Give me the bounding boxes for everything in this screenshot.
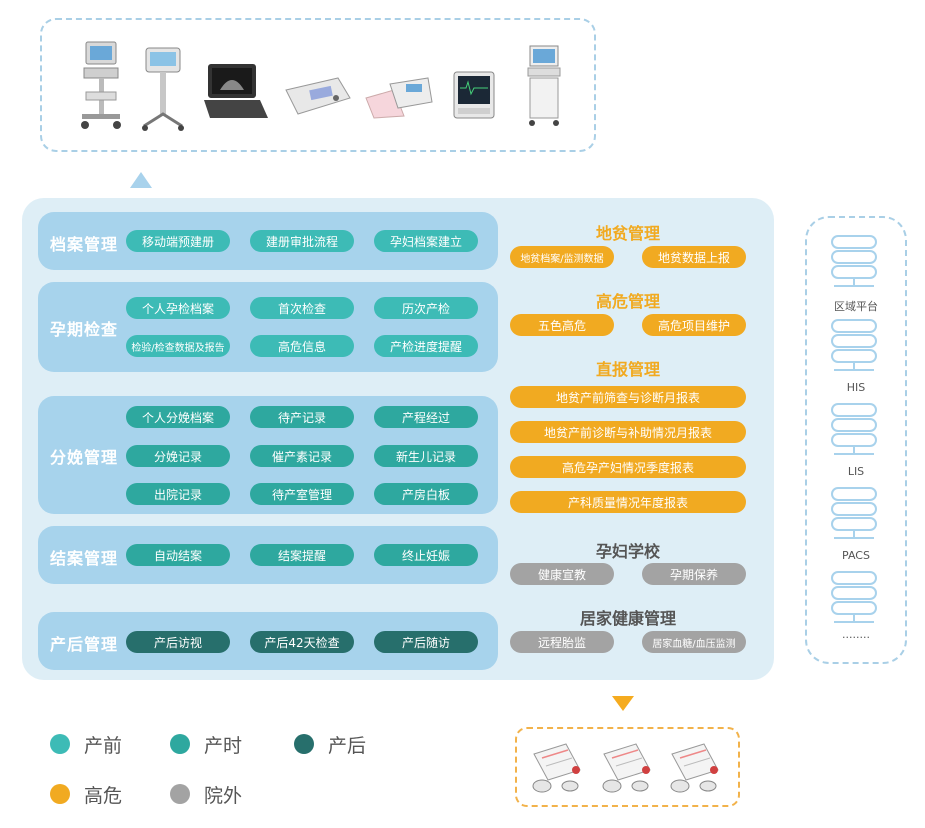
home-device-box [515, 727, 740, 807]
fetal-monitor-device-image [285, 77, 351, 115]
item-close-reminder[interactable]: 结案提醒 [250, 544, 354, 566]
item-test-reports[interactable]: 检验/检查数据及报告 [126, 335, 230, 357]
ctg-cart-device-image [81, 41, 121, 129]
item-terminate-pregnancy[interactable]: 终止妊娠 [374, 544, 478, 566]
legend-dot-prenatal [50, 734, 70, 754]
server-label-pacs: PACS [842, 549, 870, 562]
legend-dot-outside [170, 784, 190, 804]
section-title: 结案管理 [50, 549, 119, 568]
item-personal-delivery-file[interactable]: 个人分娩档案 [126, 406, 230, 428]
section-title: 分娩管理 [50, 448, 119, 467]
home-fetal-monitor-image [602, 743, 651, 793]
workstation-cart-device-image [527, 45, 561, 126]
home-fetal-monitor-image [670, 743, 719, 793]
patient-monitor-device-image [453, 71, 495, 119]
legend-label-high-risk: 高危 [84, 785, 123, 807]
legend-label-outside: 院外 [204, 785, 243, 807]
item-remote-fetal-monitor[interactable]: 远程胎监 [510, 631, 614, 653]
device-image-box [40, 18, 596, 152]
item-pregnancy-care[interactable]: 孕期保养 [642, 563, 746, 585]
legend-dot-high-risk [50, 784, 70, 804]
server-icon [831, 319, 877, 371]
legend-dot-postpartum [294, 734, 314, 754]
ecg-printer-device-image [365, 77, 433, 119]
item-personal-prenatal-file[interactable]: 个人孕检档案 [126, 297, 230, 319]
item-postpartum-followup[interactable]: 产后随访 [374, 631, 478, 653]
item-report-monthly-subsidy[interactable]: 地贫产前诊断与补助情况月报表 [510, 421, 746, 443]
item-delivery-whiteboard[interactable]: 产房白板 [374, 483, 478, 505]
section-postpartum: 产后管理 产后访视 产后42天检查 产后随访 [38, 612, 498, 670]
poverty-title: 地贫管理 [595, 224, 660, 243]
item-poverty-file[interactable]: 地贫档案/监测数据 [510, 246, 614, 268]
item-high-risk-info[interactable]: 高危信息 [250, 335, 354, 357]
item-report-annual-quality[interactable]: 产科质量情况年度报表 [510, 491, 746, 513]
item-report-monthly-screening[interactable]: 地贫产前筛查与诊断月报表 [510, 386, 746, 408]
arrow-up-icon [130, 172, 152, 188]
section-pregnancy: 孕期检查 个人孕检档案 首次检查 历次产检 检验/检查数据及报告 高危信息 产检… [38, 282, 498, 372]
item-42-day-check[interactable]: 产后42天检查 [250, 631, 354, 653]
section-title: 孕期检查 [50, 320, 119, 339]
server-icon [831, 235, 877, 287]
item-risk-maintenance[interactable]: 高危项目维护 [642, 314, 746, 336]
item-mobile-prebuild[interactable]: 移动端预建册 [126, 230, 230, 252]
school-title: 孕妇学校 [595, 542, 660, 561]
legend-dot-intrapartum [170, 734, 190, 754]
ultrasound-laptop-device-image [204, 64, 268, 118]
item-report-quarterly-risk[interactable]: 高危孕产妇情况季度报表 [510, 456, 746, 478]
item-approval-flow[interactable]: 建册审批流程 [250, 230, 354, 252]
item-health-education[interactable]: 健康宣教 [510, 563, 614, 585]
section-archive: 档案管理 移动端预建册 建册审批流程 孕妇档案建立 [38, 212, 498, 270]
item-poverty-report[interactable]: 地贫数据上报 [642, 246, 746, 268]
arrow-down-icon [612, 696, 634, 711]
item-oxytocin-record[interactable]: 催产素记录 [250, 445, 354, 467]
server-label-regional: 区域平台 [834, 300, 878, 313]
server-label-his: HIS [846, 381, 866, 394]
server-icon [831, 571, 877, 623]
item-newborn-record[interactable]: 新生儿记录 [374, 445, 478, 467]
legend-label-intrapartum: 产时 [204, 735, 243, 757]
server-label-lis: LIS [847, 465, 865, 478]
item-home-glucose-bp[interactable]: 居家血糖/血压监测 [642, 631, 746, 653]
section-title: 档案管理 [50, 235, 119, 254]
highrisk-title: 高危管理 [595, 292, 660, 311]
home-fetal-monitor-image [532, 743, 581, 793]
item-delivery-record[interactable]: 分娩记录 [126, 445, 230, 467]
legend-label-prenatal: 产前 [84, 735, 123, 757]
home-title: 居家健康管理 [579, 609, 676, 628]
section-title: 产后管理 [50, 635, 119, 654]
item-discharge-record[interactable]: 出院记录 [126, 483, 230, 505]
legend-label-postpartum: 产后 [328, 735, 367, 757]
monitor-stand-device-image [142, 47, 184, 131]
server-icon [831, 487, 877, 539]
server-box [805, 216, 907, 664]
item-labor-process[interactable]: 产程经过 [374, 406, 478, 428]
server-label-more: ........ [842, 628, 870, 641]
item-progress-reminder[interactable]: 产检进度提醒 [374, 335, 478, 357]
item-archive-create[interactable]: 孕妇档案建立 [374, 230, 478, 252]
item-auto-close[interactable]: 自动结案 [126, 544, 230, 566]
item-labor-record[interactable]: 待产记录 [250, 406, 354, 428]
item-five-color-risk[interactable]: 五色高危 [510, 314, 614, 336]
item-postpartum-visit[interactable]: 产后访视 [126, 631, 230, 653]
section-closing: 结案管理 自动结案 结案提醒 终止妊娠 [38, 526, 498, 584]
report-title: 直报管理 [595, 360, 660, 379]
item-labor-room-mgmt[interactable]: 待产室管理 [250, 483, 354, 505]
server-icon [831, 403, 877, 455]
item-history-checks[interactable]: 历次产检 [374, 297, 478, 319]
section-delivery: 分娩管理 个人分娩档案 待产记录 产程经过 分娩记录 催产素记录 新生儿记录 出… [38, 396, 498, 514]
item-first-check[interactable]: 首次检查 [250, 297, 354, 319]
